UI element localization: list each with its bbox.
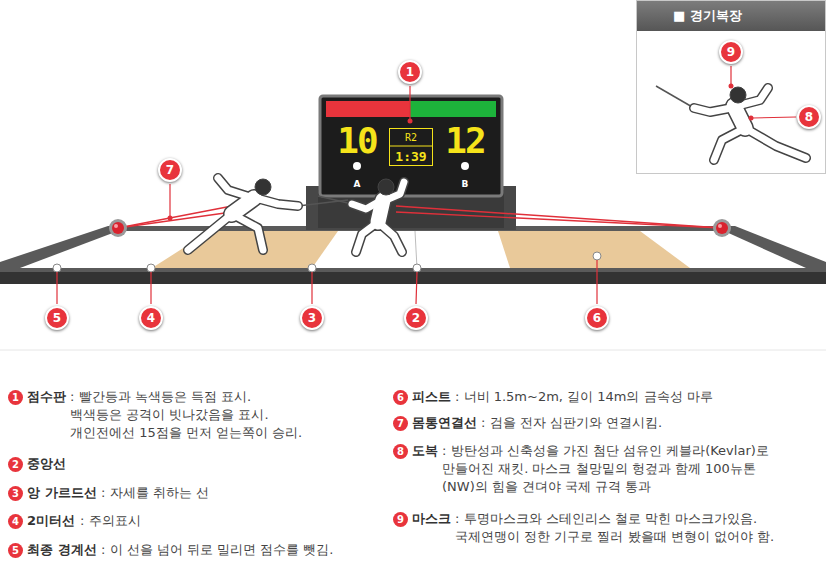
note-term: 점수판 <box>27 388 66 406</box>
note-text: : 너비 1.5m~2m, 길이 14m의 금속성 마루 <box>455 388 818 406</box>
panel-heading: ■ 경기복장 <box>637 1 825 31</box>
timer-text: 1:39 <box>395 150 426 163</box>
note-term: 피스트 <box>412 388 451 406</box>
callout-number: 2 <box>404 306 428 330</box>
callout-number: 6 <box>393 390 408 405</box>
callout-number: 4 <box>8 514 23 529</box>
callout-number: 8 <box>393 444 408 459</box>
callout-number: 5 <box>45 306 69 330</box>
note-term: 마스크 <box>412 510 451 528</box>
note-text: : 이 선을 넘어 뒤로 밀리면 점수를 뺏김. <box>101 541 385 559</box>
note-term: 중앙선 <box>27 455 66 473</box>
round-text: R2 <box>405 133 417 143</box>
note-term: 몸통연결선 <box>412 414 477 432</box>
note-term: 도복 <box>412 442 438 460</box>
note-term: 최종 경계선 <box>27 541 97 559</box>
note-text: : 주의표시 <box>80 512 385 530</box>
callout-number: 2 <box>8 457 23 472</box>
side-letter: B <box>462 180 469 189</box>
callout-number: 9 <box>393 512 408 527</box>
callout-number: 3 <box>8 486 23 501</box>
callout-number: 4 <box>139 306 163 330</box>
score-digit: 12 <box>445 123 484 159</box>
side-letter: A <box>354 180 361 189</box>
callout-number: 9 <box>719 40 743 64</box>
callout-number: 3 <box>300 306 324 330</box>
callout-number: 6 <box>585 306 609 330</box>
note-term: 앙 가르드선 <box>27 484 97 502</box>
note-text: : 방탄성과 신축성을 가진 첨단 섬유인 케블라(Kevlar)로 만들어진 … <box>442 442 788 496</box>
note-text: : 검을 전자 심판기와 연결시킴. <box>481 414 818 432</box>
note-text: : 자세를 취하는 선 <box>101 484 385 502</box>
callout-number: 1 <box>398 60 422 84</box>
note-term: 2미터선 <box>27 512 75 530</box>
note-text: : 투명마스크와 스테인리스 철로 막힌 마스크가있음. 국제연맹이 정한 기구… <box>455 510 795 546</box>
callout-number: 1 <box>8 390 23 405</box>
note-text: : 빨간등과 녹색등은 득점 표시. 백색등은 공격이 빗나갔음을 표시. 개인… <box>70 388 304 442</box>
callout-number: 7 <box>158 158 182 182</box>
callout-number: 8 <box>797 105 821 129</box>
callout-number: 5 <box>8 543 23 558</box>
callout-number: 7 <box>393 416 408 431</box>
score-digit: 10 <box>337 123 376 159</box>
inset-panel: ■ 경기복장 <box>636 0 826 174</box>
